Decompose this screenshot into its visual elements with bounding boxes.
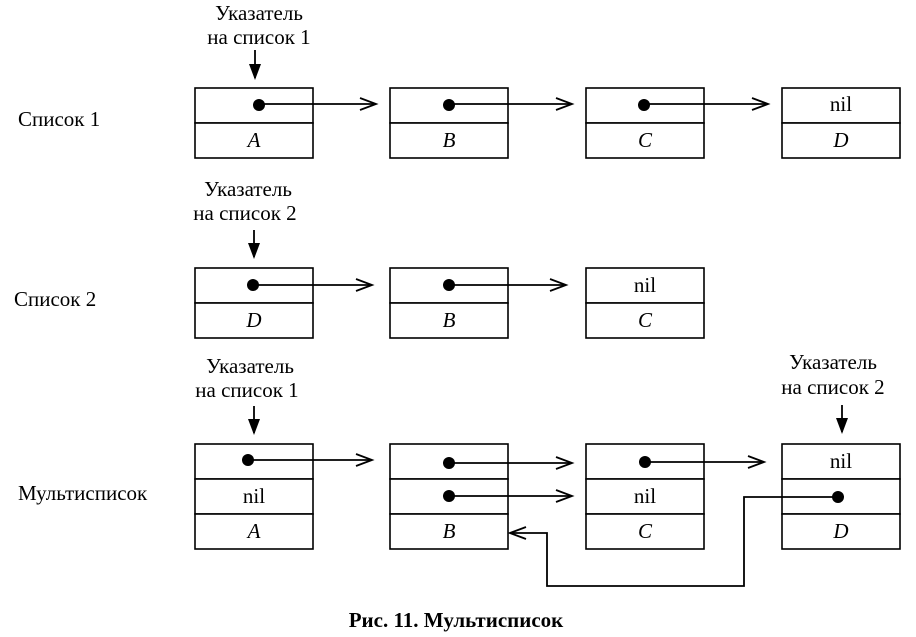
- link-arrowhead: [751, 97, 771, 111]
- node-data-field: [194, 122, 314, 159]
- node-data-value: B: [443, 519, 456, 543]
- node-r1-n3: C: [585, 87, 705, 159]
- node-data-value: B: [443, 308, 456, 332]
- link-arrowhead: [355, 453, 375, 467]
- link-arrowhead: [355, 278, 375, 292]
- link-arrowhead: [555, 97, 575, 111]
- node-data-field: [781, 513, 901, 550]
- node-r2-n2: B: [389, 267, 509, 339]
- node-r3-n1: nil A: [194, 443, 314, 550]
- link-arrowhead: [555, 489, 575, 503]
- back-link-arrowhead: [507, 526, 527, 540]
- node-nil-value: nil: [634, 484, 656, 508]
- node-r1-n1: A: [194, 87, 314, 159]
- node-r2-n3: nil C: [585, 267, 705, 339]
- row-label-list1: Список 1: [18, 107, 100, 131]
- link-arrowhead: [555, 456, 575, 470]
- pointer-dot: [253, 99, 265, 111]
- node-data-field: [194, 302, 314, 339]
- node-pointer-field: [585, 267, 705, 304]
- node-r1-n4: nil D: [781, 87, 901, 159]
- pointer-label-line1: Указатель: [215, 1, 303, 25]
- pointer-arrow-head: [836, 418, 848, 434]
- figure-caption: Рис. 11. Мультисписок: [349, 608, 564, 632]
- node-data-field: [781, 122, 901, 159]
- pointer-arrow-head: [248, 243, 260, 259]
- pointer-arrow-head: [248, 419, 260, 435]
- node-data-field: [389, 122, 509, 159]
- link-arrowhead: [747, 455, 767, 469]
- link-arrowhead: [549, 278, 569, 292]
- row-label-list2: Список 2: [14, 287, 96, 311]
- pointer-arrow-head: [249, 64, 261, 80]
- pointer-label-line2: на список 1: [207, 25, 310, 49]
- node-data-value: D: [245, 308, 261, 332]
- link-arrowhead: [359, 97, 379, 111]
- node-nil-value: nil: [830, 92, 852, 116]
- node-data-value: C: [638, 128, 653, 152]
- node-data-value: B: [443, 128, 456, 152]
- node-pointer-field: [781, 443, 901, 480]
- pointer-label-line1: Указатель: [206, 354, 294, 378]
- pointer-label-line2: на список 1: [195, 378, 298, 402]
- node-data-value: C: [638, 308, 653, 332]
- node-data-value: A: [246, 519, 261, 543]
- pointer-label-line1: Указатель: [789, 350, 877, 374]
- node-data-field: [585, 513, 705, 550]
- node-r1-n2: B: [389, 87, 509, 159]
- node-data-field: [585, 122, 705, 159]
- pointer-dot: [638, 99, 650, 111]
- pointer-label-line2: на список 2: [781, 375, 884, 399]
- node-data-field: [389, 302, 509, 339]
- node-nil-value: nil: [830, 449, 852, 473]
- node-data-value: D: [832, 519, 848, 543]
- node-data-field: [194, 513, 314, 550]
- node-nil-value: nil: [243, 484, 265, 508]
- back-link-arrow: [512, 496, 838, 587]
- node-data-value: C: [638, 519, 653, 543]
- node-data-field: [585, 302, 705, 339]
- pointer-label-line1: Указатель: [204, 177, 292, 201]
- node-nil-value: nil: [634, 273, 656, 297]
- node-r2-n1: D: [194, 267, 314, 339]
- row-label-multilist: Мультисписок: [18, 481, 148, 505]
- node-pointer-field: [194, 478, 314, 515]
- node-data-value: D: [832, 128, 848, 152]
- node-pointer-field: [781, 87, 901, 124]
- node-r3-n3: nil C: [585, 443, 705, 550]
- node-data-value: A: [246, 128, 261, 152]
- node-r3-n4: nil D: [781, 443, 901, 550]
- pointer-dot: [443, 99, 455, 111]
- node-pointer-field: [194, 443, 314, 480]
- pointer-label-line2: на список 2: [193, 201, 296, 225]
- node-data-field: [389, 513, 509, 550]
